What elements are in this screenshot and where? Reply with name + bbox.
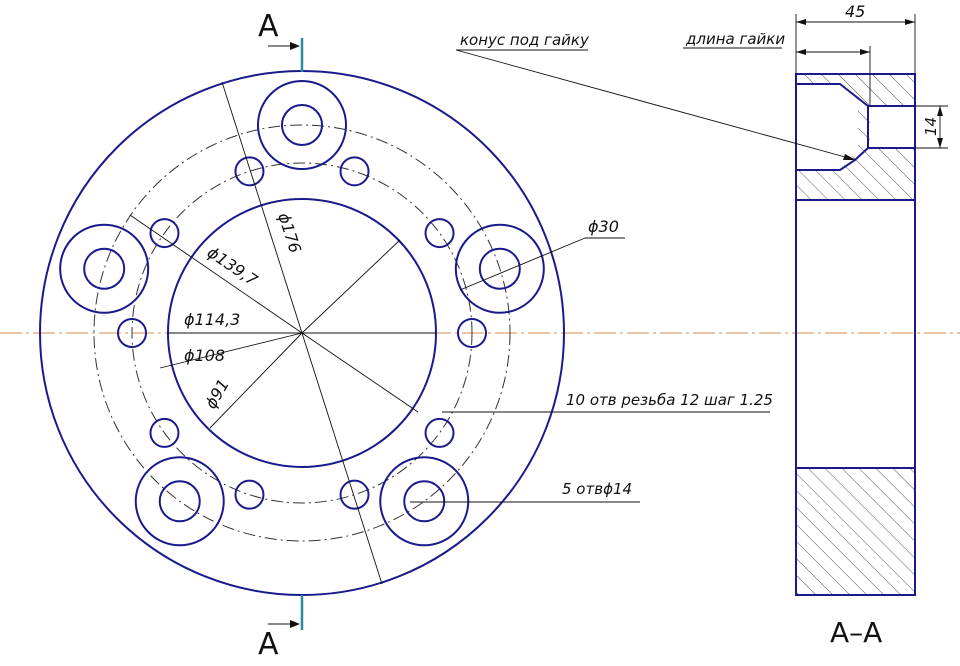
stud-hole-counterbore [59,223,150,314]
dim-14-label: 14 [922,117,940,136]
section-upper-hatch [796,74,915,200]
stud-hole [478,247,521,290]
threaded-hole [149,218,180,249]
dim-176-label: ϕ176 [274,210,305,255]
section-arrowhead-top [290,42,300,50]
section-arrowhead-bottom [290,620,300,628]
threaded-hole [234,156,265,187]
stud-hole-counterbore [454,223,545,314]
threaded-holes [117,156,487,510]
dim-91-ext [301,239,401,334]
stud-hole [403,480,446,523]
dim-91-label: ϕ91 [201,376,233,412]
stud-hole [83,247,126,290]
cone-label: конус под гайку [460,31,590,49]
threaded-hole [457,318,487,348]
section-lower-hatch [796,468,915,595]
section-label-bottom: A [258,627,279,662]
dim-30-line [459,237,586,291]
dim-114-label: ϕ114,3 [184,310,240,329]
threaded-hole [149,417,180,448]
dim-114-ext [301,332,419,413]
section-label-top: A [258,9,279,44]
dim-108-label: ϕ108 [184,346,225,365]
threaded-holes-label: 10 отв резьба 12 шаг 1.25 [566,391,773,409]
dim-14-arrow-top [937,106,943,116]
dim-91-line [209,332,303,429]
threaded-hole [424,417,455,448]
cone-arrowhead [843,154,856,160]
stud-hole-counterbore [134,456,225,547]
dim-30-label: ϕ30 [588,217,619,236]
threaded-hole [234,479,265,510]
cone-leader [455,49,857,161]
dim-45-arrow-right [905,19,915,25]
pcd-139-circle [93,124,511,542]
dim-14-arrow-bottom [937,138,943,148]
stud-hole-counterbore [379,456,470,547]
dim-108-line [159,332,303,369]
pcd-108-circle [131,162,473,504]
nut-length-arrow-left [796,49,806,55]
stud-holes [59,80,545,547]
dim-139-label: ϕ139,7 [204,243,262,291]
threaded-hole [339,156,370,187]
dimension-lines [129,81,770,585]
threaded-hole [339,479,370,510]
nut-length-arrow-right [860,49,870,55]
stud-hole [158,480,201,523]
section-view: 45 длина гайки 14 конус под гайку A–A [455,2,948,649]
stud-hole [281,104,323,146]
nut-length-label: длина гайки [685,30,785,48]
section-markers [268,38,304,630]
section-outline [795,73,916,596]
dim-45-arrow-left [796,19,806,25]
dim-45-label: 45 [845,2,865,21]
stud-hole-counterbore [257,80,347,170]
threaded-hole [117,318,147,348]
threaded-hole [424,218,455,249]
cone-profile [796,83,915,171]
through-holes-label: 5 отвϕ14 [562,480,632,498]
dim-139-line [129,214,303,334]
view-title: A–A [830,616,882,649]
